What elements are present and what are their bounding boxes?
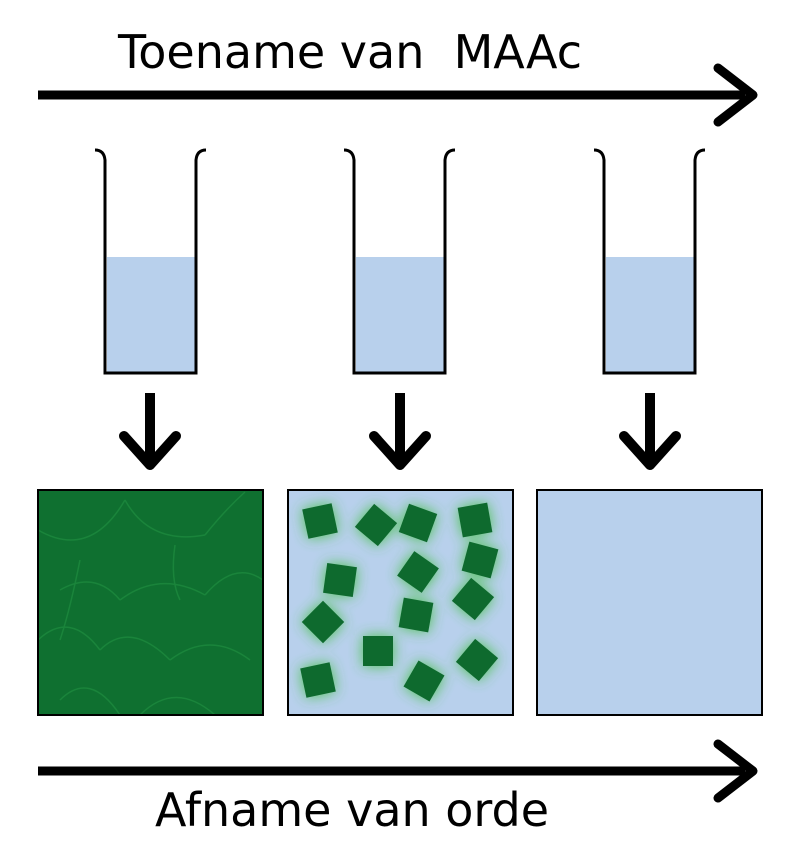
fragment bbox=[354, 503, 398, 547]
beaker-2 bbox=[343, 148, 456, 375]
panel-dispersed-fragments bbox=[287, 489, 514, 716]
panel-ordered-tissue bbox=[37, 489, 264, 716]
top-arrow bbox=[38, 63, 758, 127]
bottom-arrow-label: Afname van orde bbox=[155, 783, 549, 837]
top-arrow-label: Toename van MAAc bbox=[117, 25, 582, 79]
fragment bbox=[363, 636, 393, 666]
fragment bbox=[300, 662, 336, 698]
beaker-2-liquid bbox=[356, 257, 444, 372]
fragment bbox=[302, 503, 338, 539]
fragment bbox=[398, 503, 438, 543]
beaker-1 bbox=[94, 148, 207, 375]
down-arrow-2-icon bbox=[369, 393, 431, 470]
fragment bbox=[461, 541, 499, 579]
fragment bbox=[403, 660, 445, 702]
fragment bbox=[397, 551, 439, 593]
panel-clear-solution bbox=[536, 489, 763, 716]
beaker-3 bbox=[593, 148, 706, 375]
beaker-1-liquid bbox=[107, 257, 195, 372]
fragment bbox=[455, 638, 499, 682]
down-arrow-3-icon bbox=[619, 393, 681, 470]
tissue-cell-pattern bbox=[38, 491, 263, 715]
fragment bbox=[398, 597, 434, 633]
tissue-fragments bbox=[300, 502, 499, 702]
fragment bbox=[457, 502, 493, 538]
down-arrow-1-icon bbox=[119, 393, 181, 470]
fragment bbox=[323, 563, 357, 597]
fragment bbox=[451, 577, 495, 621]
beaker-3-liquid bbox=[606, 257, 694, 372]
bottom-arrow bbox=[38, 739, 758, 803]
